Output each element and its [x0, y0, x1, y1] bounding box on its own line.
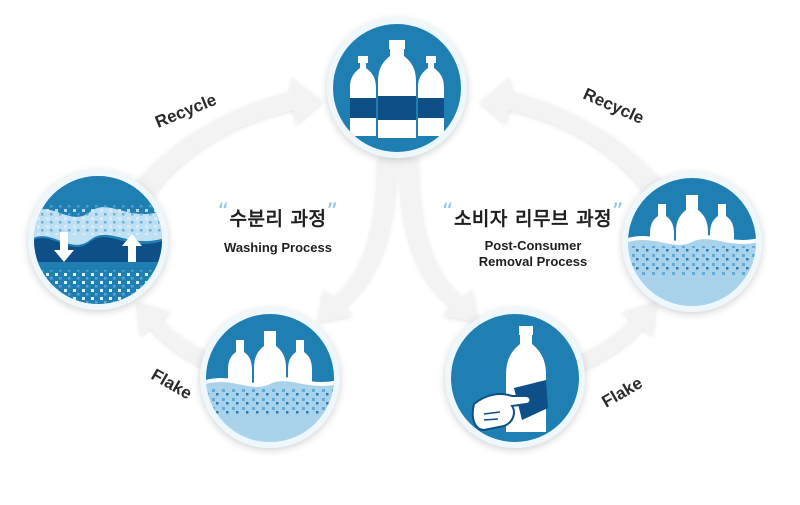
arrow-top-to-removal — [400, 158, 478, 322]
quote-open: “ — [442, 200, 454, 225]
arrow-recycle-left — [130, 78, 322, 200]
removal-subtitle-line1: Post-Consumer — [484, 238, 582, 253]
arrow-flake-right — [576, 302, 656, 370]
arrow-top-to-washing — [318, 158, 396, 322]
removal-subtitle-line2: Removal Process — [478, 254, 588, 269]
quote-open: “ — [217, 200, 230, 225]
removal-title-text: 소비자 리무브 과정 — [453, 208, 613, 230]
washing-process-title: “수분리 과정” — [208, 200, 348, 231]
washing-title-text: 수분리 과정 — [229, 208, 327, 230]
quote-close: ” — [612, 200, 624, 225]
bottles-icon — [327, 18, 467, 158]
quote-close: ” — [326, 200, 339, 225]
washing-water-icon — [28, 170, 168, 310]
hand-removing-label-icon — [445, 308, 585, 448]
arrow-flake-left — [137, 302, 216, 370]
washing-subtitle-text: Washing Process — [224, 240, 332, 255]
removal-process-title: “소비자 리무브 과정” — [438, 200, 628, 231]
recycle-right-label: Recycle — [580, 84, 646, 128]
arrow-recycle-right — [480, 78, 668, 200]
bottles-in-water-icon — [622, 172, 762, 312]
washing-process-subtitle: Washing Process — [208, 240, 348, 256]
flake-right-label: Flake — [599, 373, 646, 411]
flake-left-label: Flake — [148, 365, 195, 403]
bottles-in-flakes-icon — [200, 308, 340, 448]
removal-process-subtitle: Post-Consumer Removal Process — [458, 238, 608, 270]
